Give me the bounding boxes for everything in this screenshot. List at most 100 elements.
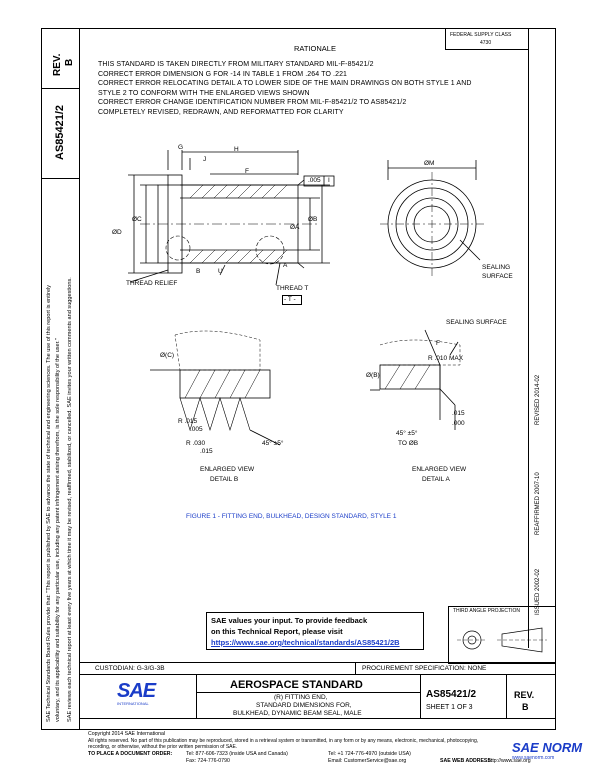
view-a-title-1: ENLARGED VIEW — [412, 466, 467, 473]
feedback-link[interactable]: https://www.sae.org/technical/standards/… — [211, 638, 400, 647]
dim-ob: ØB — [308, 216, 318, 223]
title-block-top-line — [80, 662, 556, 663]
side-notice-2: voluntary, and its applicability and sui… — [55, 338, 61, 722]
rationale-line: STYLE 2 TO CONFORM WITH THE ENLARGED VIE… — [98, 89, 310, 97]
rationale-line: CORRECT ERROR RELOCATING DETAIL A TO LOW… — [98, 80, 472, 88]
angle-45-a1: 45° ±5° — [396, 430, 418, 437]
reaffirmed-date: REAFFIRMED 2007-10 — [535, 472, 541, 535]
footer-tel-2: Tel: +1 724-776-4970 (outside USA) — [328, 751, 411, 757]
radius-030-a: R .030 — [186, 440, 206, 447]
radius-015-a: R .015 — [178, 418, 198, 425]
rationale-block: THIS STANDARD IS TAKEN DIRECTLY FROM MIL… — [98, 60, 472, 118]
sealing-surface-2: SURFACE — [482, 273, 513, 280]
footer-rights-2: recording, or otherwise, without the pri… — [88, 744, 238, 750]
dim-015-b: .000 — [452, 420, 465, 427]
view-b-title-2: DETAIL B — [210, 476, 239, 483]
fsc-number: 4730 — [480, 40, 492, 46]
watermark-sub: www.saenorm.com — [512, 755, 555, 761]
rev-divider — [506, 674, 507, 718]
page-border — [41, 28, 556, 730]
detail-b-label: B — [196, 268, 201, 275]
side-notice-3: SAE reviews each technical report at lea… — [67, 277, 73, 722]
rationale-title: RATIONALE — [294, 44, 336, 53]
dim-ob-detail: Ø(B) — [366, 372, 380, 379]
dim-oc-detail: Ø(C) — [160, 352, 175, 359]
left-doc-number: AS85421/2 — [54, 104, 66, 160]
detail-a-marker — [255, 235, 285, 265]
feedback-line-1: SAE values your input. To provide feedba… — [211, 616, 368, 625]
left-rev-value: B — [64, 58, 75, 66]
dim-j: J — [203, 156, 207, 163]
footer-rights: All rights reserved. No part of this pub… — [88, 738, 479, 744]
tol-005: .005 — [308, 177, 321, 184]
datum-t-box — [282, 295, 302, 305]
detail-b-view — [150, 330, 281, 446]
rationale-line: THIS STANDARD IS TAKEN DIRECTLY FROM MIL… — [98, 61, 374, 68]
title-rev-label: REV. — [514, 690, 535, 700]
projection-box — [448, 606, 556, 664]
dim-g: G — [178, 144, 184, 151]
rationale-line: CORRECT ERROR DIMENSION G FOR -14 IN TAB… — [98, 70, 348, 78]
side-notice-1: SAE Technical Standards Board Rules prov… — [46, 284, 52, 722]
detail-a-view — [370, 329, 461, 430]
footer-order-label: TO PLACE A DOCUMENT ORDER: — [88, 751, 173, 757]
title-doc-number: AS85421/2 — [426, 689, 477, 700]
doc-title-1: (R) FITTING END, — [274, 694, 328, 701]
left-strip-rev-divider — [41, 88, 80, 89]
detail-b-marker — [165, 235, 191, 261]
view-a-title-2: DETAIL A — [422, 476, 450, 483]
title-sheet: SHEET 1 OF 3 — [426, 704, 473, 711]
logo-divider — [196, 674, 197, 718]
fitting-drawing — [128, 150, 484, 446]
projection-title: THIRD ANGLE PROJECTION — [453, 608, 520, 614]
sae-logo: SAE INTERNATIONAL — [117, 680, 157, 712]
radius-030-b: .015 — [200, 448, 213, 455]
doc-title-2: STANDARD DIMENSIONS FOR, — [256, 702, 352, 709]
footer-web[interactable]: http://www.sae.org — [488, 758, 531, 764]
datum-i: I — [328, 177, 330, 184]
fsc-box — [445, 28, 529, 50]
dim-h: H — [234, 146, 239, 153]
radius-015-b: .005 — [190, 426, 203, 433]
sae-logo-sub: INTERNATIONAL — [117, 701, 149, 706]
left-strip-divider — [79, 28, 80, 730]
dim-oa: ØA — [290, 224, 300, 231]
projection-symbol — [457, 627, 547, 653]
sealing-surface-1: SEALING — [482, 264, 511, 271]
angle-45-b: 45° ±5° — [262, 440, 284, 447]
right-margin-divider — [528, 28, 529, 648]
dim-oc: ØC — [132, 216, 142, 223]
end-view-3 — [405, 197, 459, 251]
dim-od: ØD — [112, 229, 122, 236]
dim-om: ØM — [424, 160, 435, 167]
feedback-box — [206, 612, 424, 650]
dim-u: U — [218, 268, 223, 275]
footer-email: Email: CustomerService@sae.org — [328, 758, 407, 764]
detail-a-label: A — [283, 262, 288, 269]
dim-f-detail: F — [436, 340, 440, 347]
footer-copyright: Copyright 2014 SAE International — [88, 731, 165, 737]
left-rev-label: REV. — [52, 53, 63, 76]
thread-relief: THREAD RELIEF — [126, 280, 178, 287]
watermark-text: SAE NORM — [512, 740, 583, 755]
revised-date: REVISED 2014-02 — [535, 374, 541, 425]
fsc-label: FEDERAL SUPPLY CLASS — [450, 32, 512, 38]
feedback-line-2: on this Technical Report, please visit — [211, 627, 343, 636]
left-strip-doc-divider — [41, 178, 80, 179]
radius-010: R .010 MAX — [428, 355, 464, 362]
watermark: SAE NORM www.saenorm.com — [512, 740, 582, 761]
sae-logo-text: SAE — [117, 680, 156, 702]
title-block-bottom-line — [80, 718, 556, 719]
doc-title-3: BULKHEAD, DYNAMIC BEAM SEAL, MALE — [233, 710, 362, 717]
title-rev-value: B — [522, 702, 529, 712]
thread-t: THREAD T — [276, 285, 309, 292]
procurement: PROCUREMENT SPECIFICATION: NONE — [362, 665, 487, 672]
angle-45-a2: TO ØB — [398, 440, 419, 447]
view-b-title-1: ENLARGED VIEW — [200, 466, 255, 473]
procurement-divider — [355, 662, 356, 674]
footer-web-label: SAE WEB ADDRESS: — [440, 758, 493, 764]
aerospace-standard: AEROSPACE STANDARD — [230, 679, 363, 691]
aero-underline — [197, 692, 420, 693]
custodian: CUSTODIAN: G-3/G-3B — [95, 665, 165, 672]
datum-t: - T - — [284, 296, 296, 303]
